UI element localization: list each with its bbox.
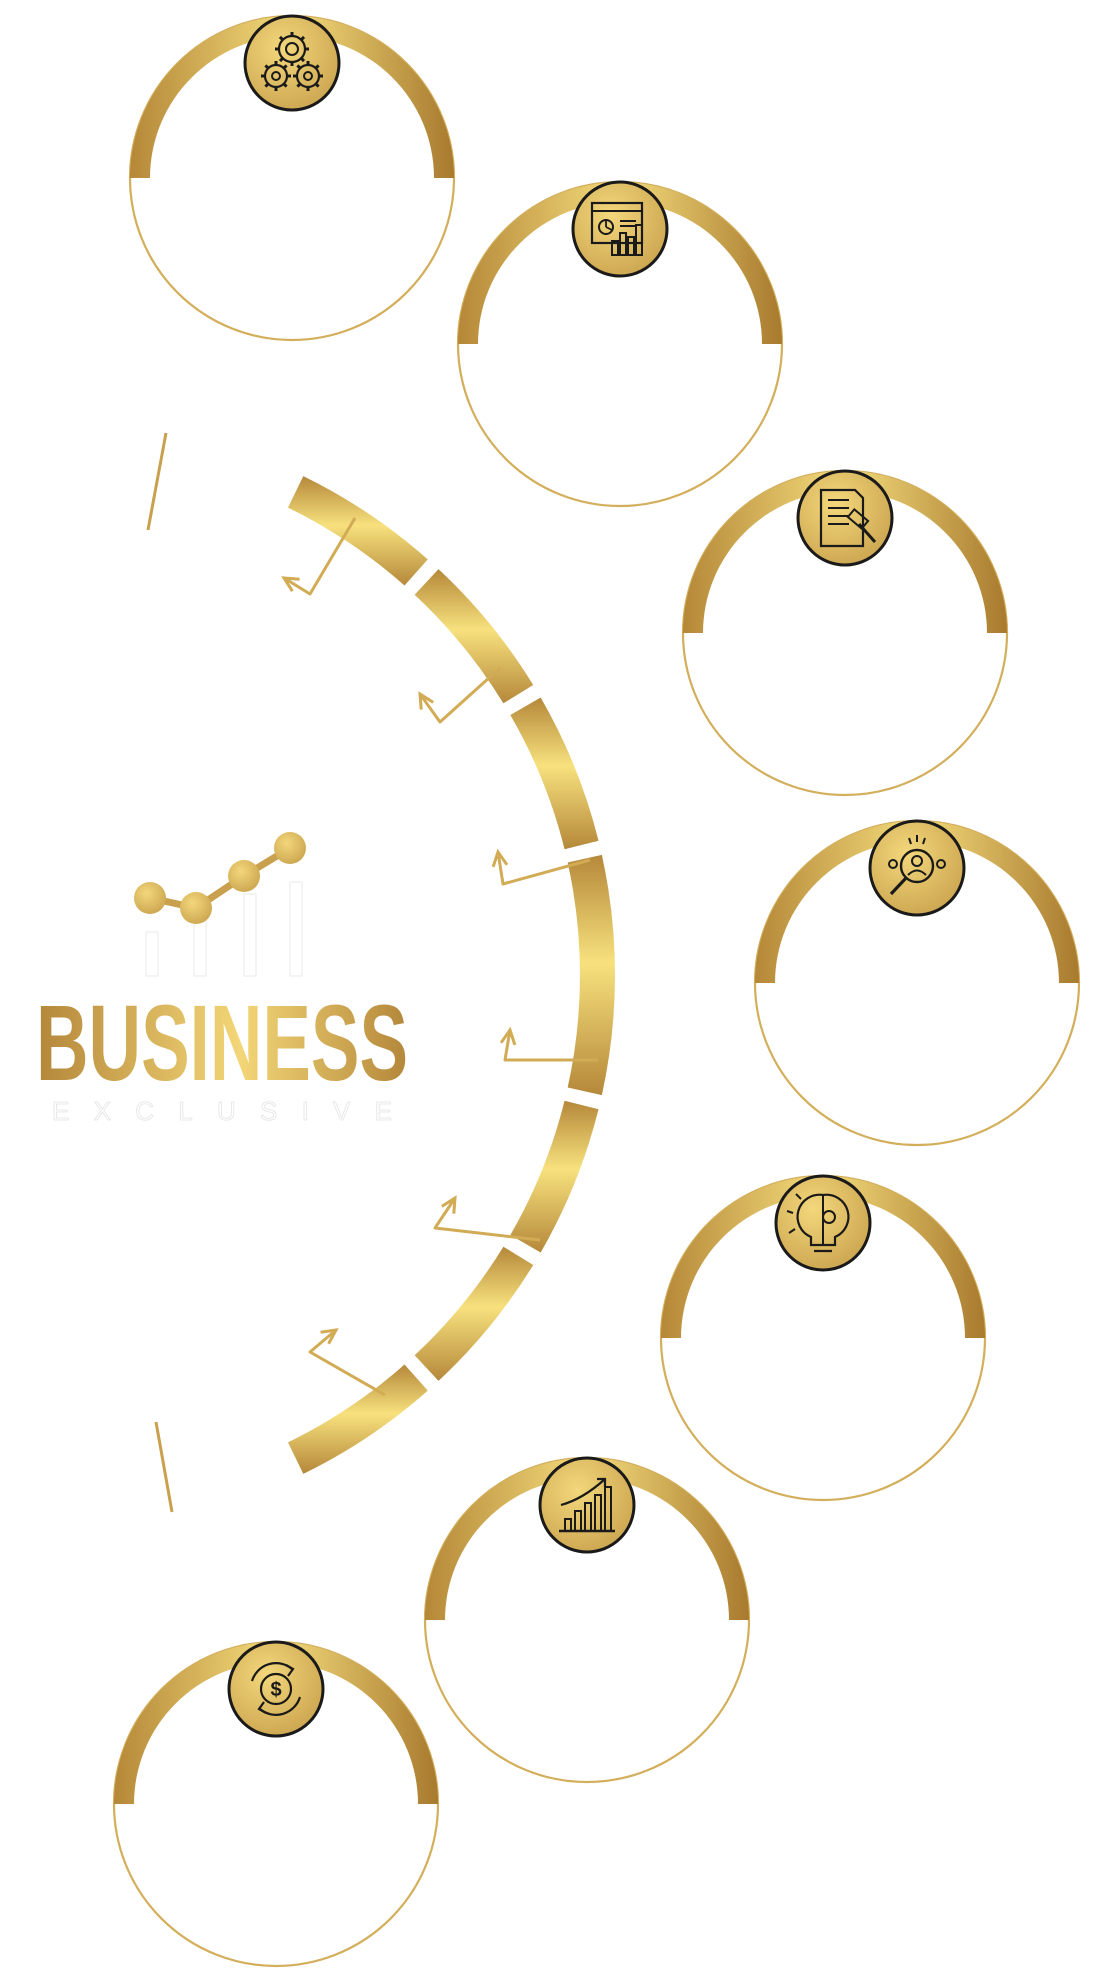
connector-arrows	[281, 517, 598, 1397]
step-circle-band	[425, 1458, 749, 1620]
connector-line-6	[308, 1328, 386, 1397]
step-circle-3	[681, 469, 1009, 797]
step-icon-disc	[571, 180, 669, 278]
step-circle-band	[755, 821, 1079, 983]
step-circle-1	[128, 14, 456, 342]
connector-arrowhead-4	[499, 1026, 517, 1046]
business-logo: BUSINESS EXCLUSIVE	[36, 832, 408, 1126]
step-icon-disc	[227, 1640, 325, 1738]
connector-line-2	[418, 666, 502, 724]
arc-segment-1	[287, 476, 428, 586]
central-arc	[146, 432, 616, 1513]
step-circle-7: $	[112, 1640, 440, 1968]
connector-arrowhead-6	[320, 1328, 339, 1345]
step-icon-disc	[796, 469, 894, 567]
step-circle-band	[661, 1176, 985, 1338]
arc-segment-3	[510, 697, 599, 850]
step-icon-disc	[538, 1456, 636, 1554]
arc-segment-5	[510, 1100, 599, 1253]
money-cycle-icon: $	[250, 1662, 302, 1716]
connector-arrowhead-5	[440, 1195, 457, 1214]
connector-arrowhead-3	[491, 848, 509, 868]
step-circle-band	[683, 471, 1007, 633]
talent-search-icon	[888, 835, 946, 896]
step-circle-4	[753, 819, 1081, 1147]
svg-text:$: $	[270, 1679, 281, 1701]
connector-line-4	[503, 1029, 598, 1062]
logo-subtitle: EXCLUSIVE	[52, 1096, 392, 1126]
arc-end-bottom	[154, 1421, 174, 1513]
arc-segment-4	[567, 854, 616, 1096]
connector-line-5	[433, 1197, 541, 1242]
step-circle-band	[130, 16, 454, 178]
step-circle-5	[659, 1174, 987, 1502]
legal-document-gavel-icon	[819, 488, 877, 548]
arc-segment-7	[287, 1364, 428, 1474]
logo-title: BUSINESS	[36, 982, 408, 1103]
arc-segment-6	[414, 1246, 534, 1381]
step-circles: $	[112, 14, 1081, 1968]
gears-icon	[261, 32, 323, 91]
lightbulb-gear-icon	[786, 1193, 850, 1253]
analytics-dashboard-icon	[590, 201, 644, 256]
logo-trend-line-icon	[134, 832, 306, 924]
arc-segment-2	[414, 569, 534, 704]
step-circle-2	[456, 180, 784, 508]
connector-line-3	[496, 851, 591, 886]
connector-arrowhead-2	[418, 691, 435, 710]
logo-bars-icon	[145, 881, 303, 977]
arc-end-top	[146, 432, 168, 531]
step-circle-band	[458, 182, 782, 344]
step-circle-6	[423, 1456, 751, 1784]
step-circle-band	[114, 1642, 438, 1804]
connector-line-1	[283, 517, 357, 596]
growth-chart-icon	[559, 1477, 615, 1533]
connector-arrowhead-1	[281, 576, 300, 593]
